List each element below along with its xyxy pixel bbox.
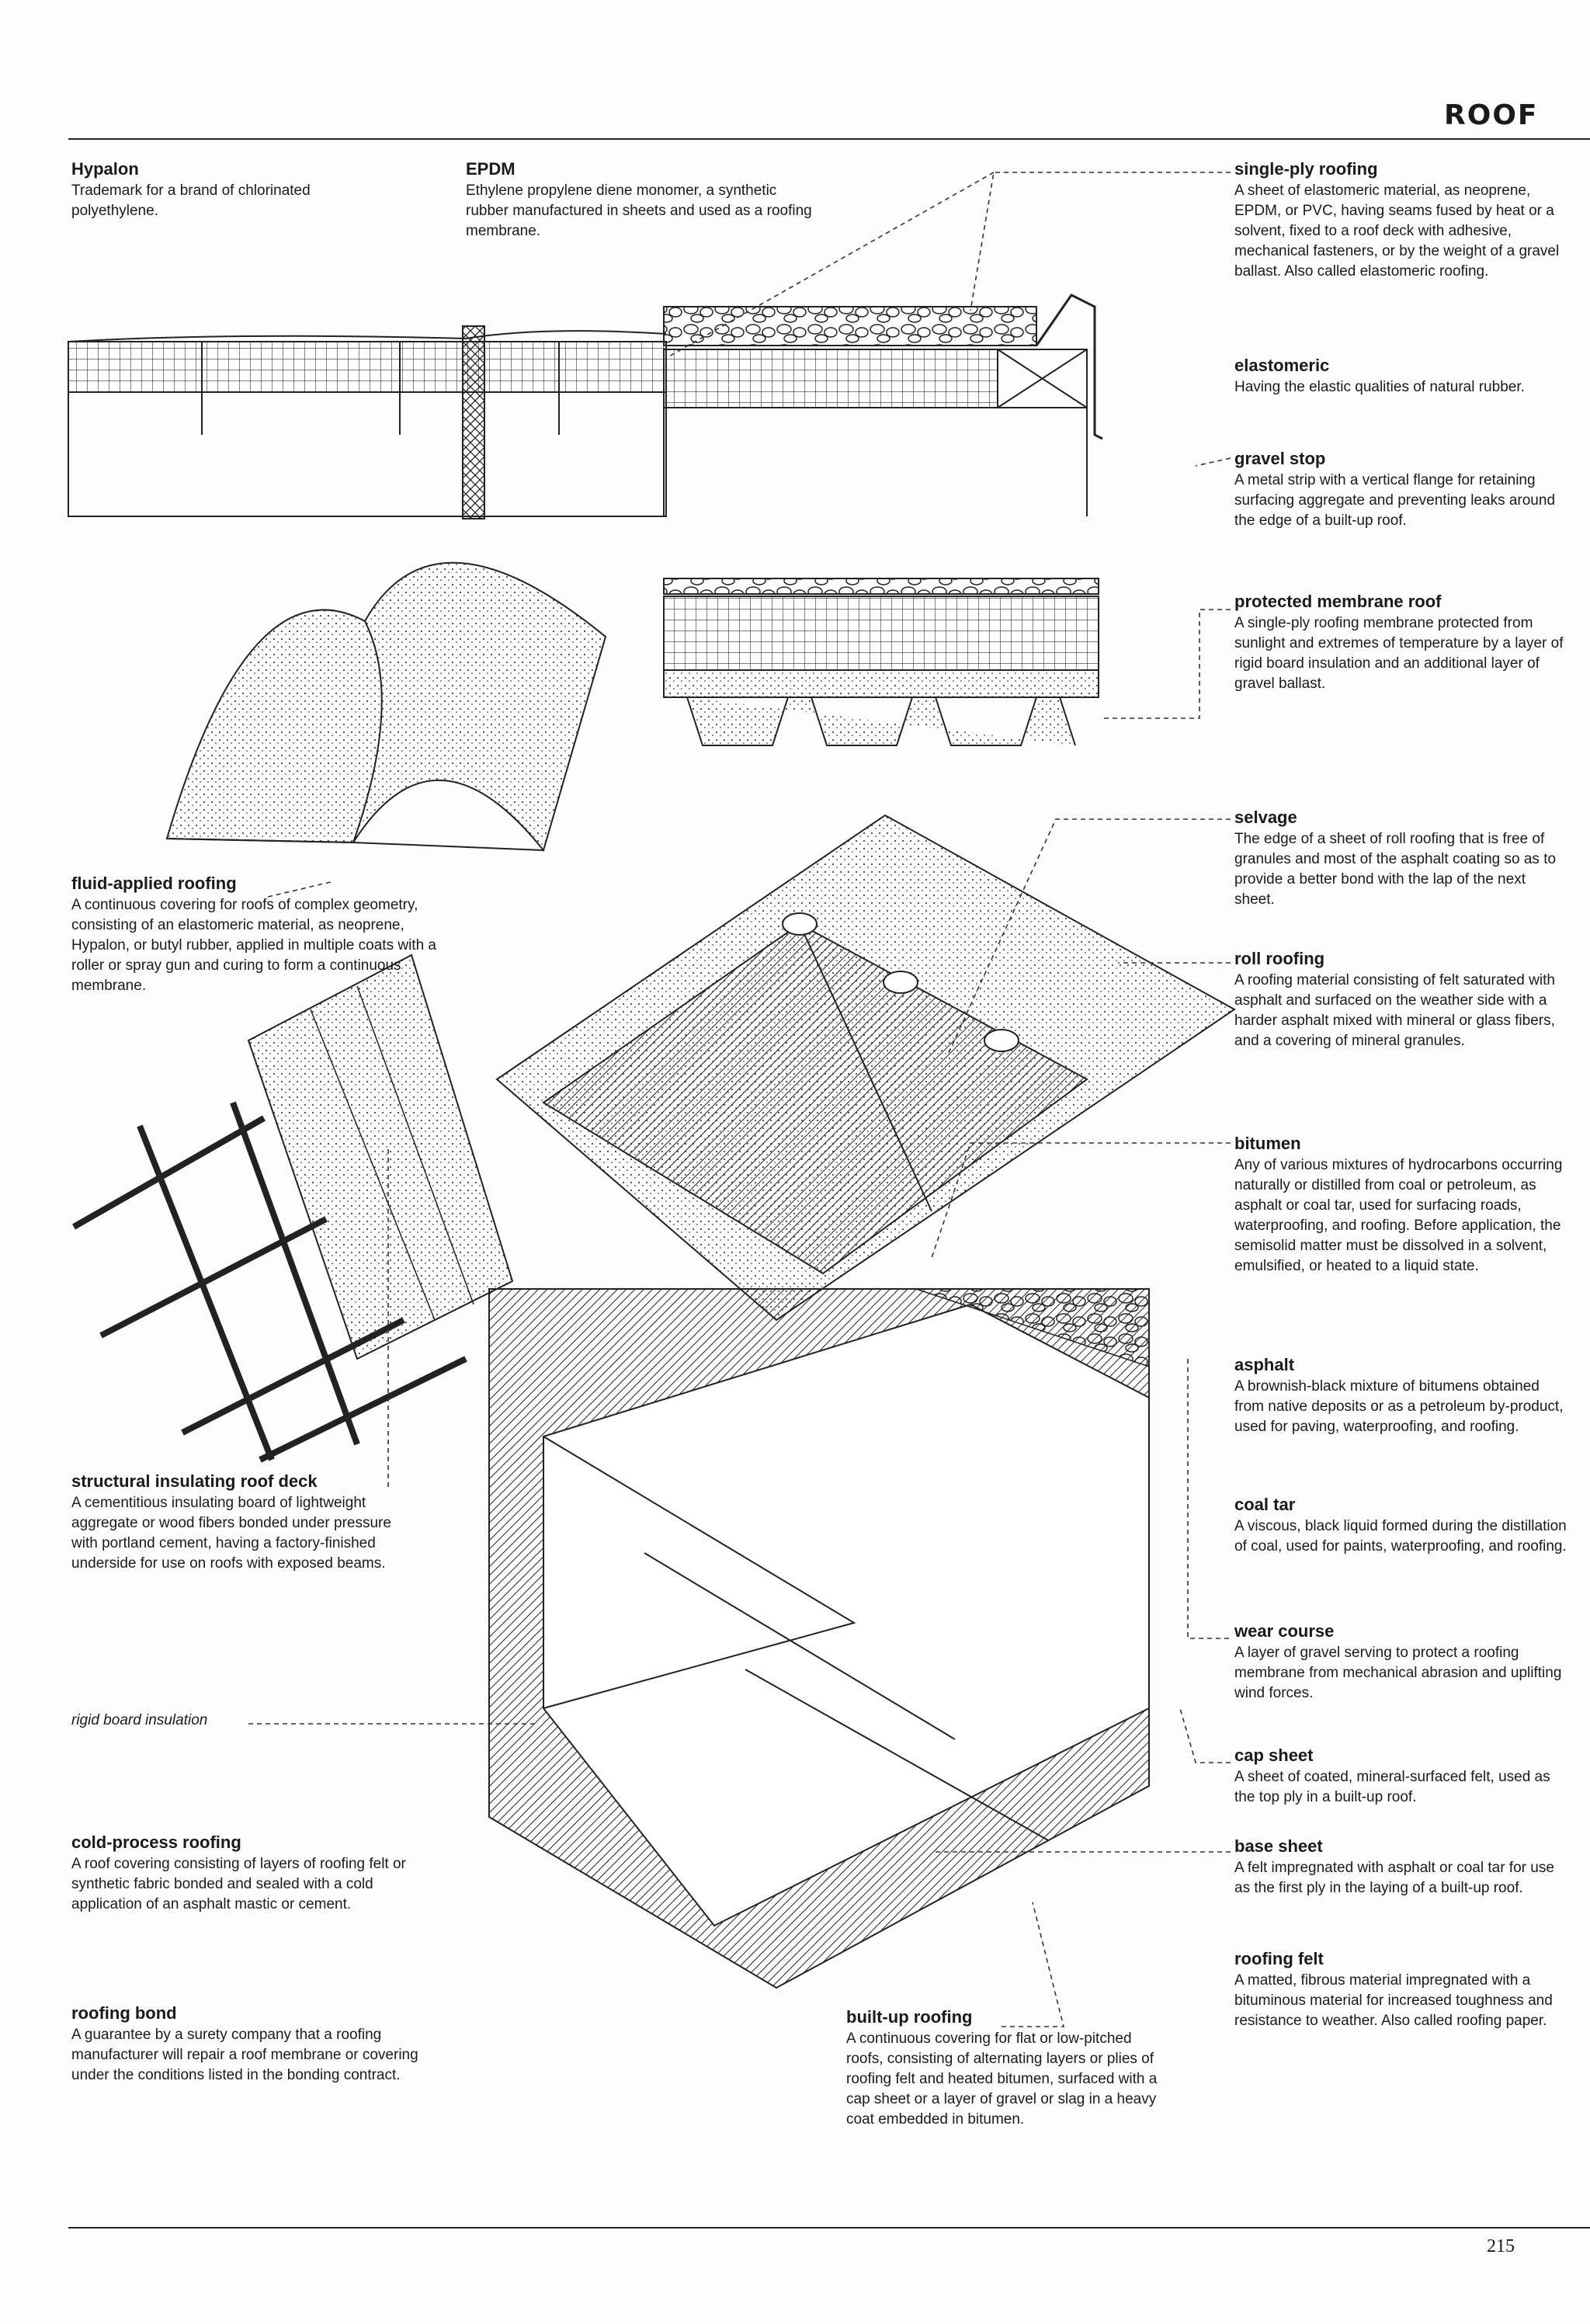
entry-protected-membrane-roof: protected membrane roof A single-ply roo…: [1234, 592, 1568, 694]
entry-asphalt: asphalt A brownish-black mixture of bitu…: [1234, 1355, 1568, 1437]
entry-definition: A felt impregnated with asphalt or coal …: [1234, 1858, 1568, 1898]
entry-roofing-felt: roofing felt A matted, fibrous material …: [1234, 1949, 1568, 2031]
entry-gravel-stop: gravel stop A metal strip with a vertica…: [1234, 449, 1568, 531]
entry-cap-sheet: cap sheet A sheet of coated, mineral-sur…: [1234, 1746, 1568, 1808]
entry-bitumen: bitumen Any of various mixtures of hydro…: [1234, 1134, 1568, 1277]
entry-definition: Ethylene propylene diene monomer, a synt…: [466, 181, 823, 241]
ballasted-roof-illustration: [664, 295, 1102, 516]
footer-rule: [68, 2227, 1590, 2228]
entry-term: structural insulating roof deck: [71, 1471, 413, 1492]
entry-term: gravel stop: [1234, 449, 1568, 469]
entry-definition: A matted, fibrous material impregnated w…: [1234, 1971, 1568, 2031]
entry-definition: A layer of gravel serving to protect a r…: [1234, 1643, 1568, 1704]
entry-epdm: EPDM Ethylene propylene diene monomer, a…: [466, 159, 823, 241]
entry-term: coal tar: [1234, 1495, 1568, 1515]
entry-hypalon: Hypalon Trademark for a brand of chlorin…: [71, 159, 398, 221]
entry-fluid-applied-roofing: fluid-applied roofing A continuous cover…: [71, 874, 436, 996]
protected-membrane-roof-illustration: [664, 578, 1099, 745]
entry-built-up-roofing: built-up roofing A continuous covering f…: [846, 2007, 1172, 2130]
entry-roofing-bond: roofing bond A guarantee by a surety com…: [71, 2003, 436, 2086]
entry-base-sheet: base sheet A felt impregnated with aspha…: [1234, 1836, 1568, 1898]
fluid-applied-dome-illustration: [167, 563, 606, 850]
roll-roofing-illustration: [497, 815, 1234, 1320]
entry-term: cold-process roofing: [71, 1832, 436, 1853]
entry-selvage: selvage The edge of a sheet of roll roof…: [1234, 808, 1568, 910]
entry-definition: A sheet of coated, mineral-surfaced felt…: [1234, 1767, 1568, 1808]
entry-definition: A viscous, black liquid formed during th…: [1234, 1516, 1568, 1557]
page-number: 215: [1487, 2236, 1515, 2257]
single-ply-section-illustration: [68, 326, 666, 519]
entry-term: protected membrane roof: [1234, 592, 1568, 612]
entry-term: roofing bond: [71, 2003, 436, 2024]
entry-term: wear course: [1234, 1621, 1568, 1641]
entry-term: cap sheet: [1234, 1746, 1568, 1766]
entry-definition: A guarantee by a surety company that a r…: [71, 2025, 436, 2086]
entry-definition: A roof covering consisting of layers of …: [71, 1854, 436, 1915]
entry-term: Hypalon: [71, 159, 398, 179]
entry-definition: A single-ply roofing membrane protected …: [1234, 613, 1568, 694]
entry-term: selvage: [1234, 808, 1568, 828]
entry-definition: A continuous covering for flat or low-pi…: [846, 2029, 1172, 2130]
entry-definition: Trademark for a brand of chlorinated pol…: [71, 181, 398, 221]
built-up-roofing-illustration: [489, 1289, 1149, 1988]
entry-roll-roofing: roll roofing A roofing material consisti…: [1234, 949, 1568, 1051]
entry-definition: A cementitious insulating board of light…: [71, 1493, 413, 1574]
entry-term: elastomeric: [1234, 356, 1568, 376]
entry-definition: A roofing material consisting of felt sa…: [1234, 971, 1568, 1051]
entry-term: asphalt: [1234, 1355, 1568, 1375]
entry-definition: A brownish-black mixture of bitumens obt…: [1234, 1377, 1568, 1437]
entry-definition: A sheet of elastomeric material, as neop…: [1234, 181, 1568, 282]
entry-cold-process-roofing: cold-process roofing A roof covering con…: [71, 1832, 436, 1915]
entry-elastomeric: elastomeric Having the elastic qualities…: [1234, 356, 1568, 398]
entry-term: base sheet: [1234, 1836, 1568, 1857]
entry-definition: A metal strip with a vertical flange for…: [1234, 471, 1568, 531]
entry-term: bitumen: [1234, 1134, 1568, 1154]
entry-term: single-ply roofing: [1234, 159, 1568, 179]
entry-definition: The edge of a sheet of roll roofing that…: [1234, 829, 1568, 910]
entry-coal-tar: coal tar A viscous, black liquid formed …: [1234, 1495, 1568, 1557]
entry-term: built-up roofing: [846, 2007, 1172, 2027]
entry-definition: A continuous covering for roofs of compl…: [71, 895, 436, 996]
entry-single-ply-roofing: single-ply roofing A sheet of elastomeri…: [1234, 159, 1568, 282]
entry-term: roll roofing: [1234, 949, 1568, 969]
entry-definition: Any of various mixtures of hydrocarbons …: [1234, 1155, 1568, 1277]
entry-definition: Having the elastic qualities of natural …: [1234, 377, 1568, 398]
structural-roof-deck-illustration: [74, 955, 512, 1460]
label-rigid-board-insulation: rigid board insulation: [71, 1712, 207, 1729]
entry-term: fluid-applied roofing: [71, 874, 436, 894]
entry-term: roofing felt: [1234, 1949, 1568, 1969]
entry-structural-insulating-roof-deck: structural insulating roof deck A cement…: [71, 1471, 413, 1574]
entry-wear-course: wear course A layer of gravel serving to…: [1234, 1621, 1568, 1704]
entry-term: EPDM: [466, 159, 823, 179]
